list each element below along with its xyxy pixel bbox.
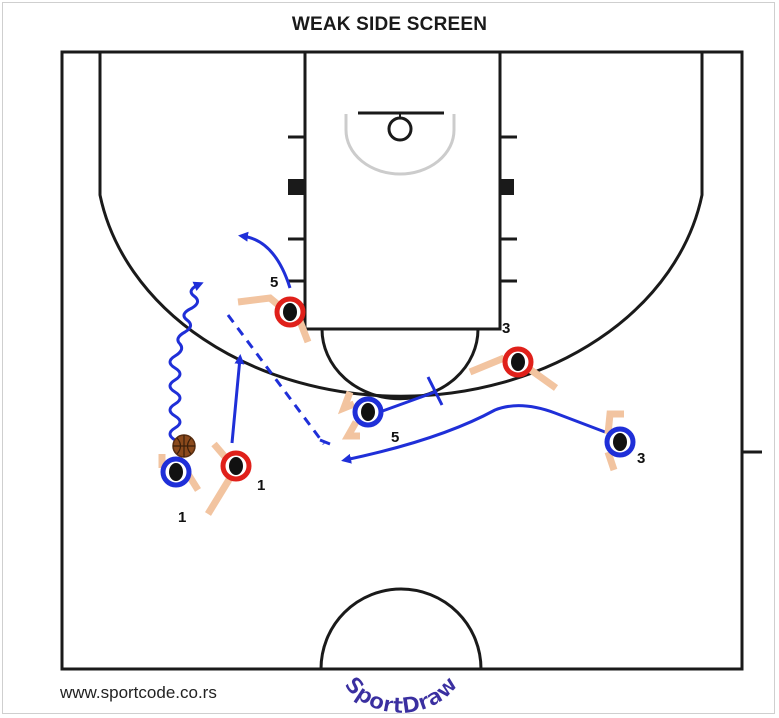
cut-line — [230, 354, 245, 444]
footer-url[interactable]: www.sportcode.co.rs — [60, 683, 217, 702]
defense-player-3[interactable] — [468, 346, 559, 391]
block-mark — [500, 179, 514, 195]
court-boundary — [60, 50, 744, 671]
court — [60, 50, 762, 671]
paint — [303, 50, 502, 331]
watermark: SportDraw — [339, 672, 463, 718]
offense-players — [158, 390, 636, 492]
offense-player-5[interactable] — [337, 390, 384, 440]
center-circle — [319, 587, 483, 670]
diagram-title: WEAK SIDE SCREEN — [291, 14, 488, 35]
screen-line — [376, 390, 436, 415]
basketball-icon — [172, 434, 196, 458]
defense-label-5: 5 — [270, 274, 278, 291]
screen-bar — [426, 376, 444, 406]
free-throw-circle — [320, 328, 480, 401]
pass-line — [226, 314, 326, 445]
defense-player-5[interactable] — [237, 294, 312, 344]
offense-label-5: 5 — [391, 429, 399, 446]
defense-label-1: 1 — [257, 477, 265, 494]
offense-player-1[interactable] — [158, 434, 201, 492]
dribble-line — [168, 281, 204, 442]
defender-path — [319, 438, 331, 446]
movements — [168, 231, 606, 464]
rim — [387, 116, 413, 142]
offense-label-3: 3 — [637, 450, 645, 467]
restricted-arc — [344, 114, 456, 176]
block-mark — [288, 179, 304, 195]
cut-line — [341, 404, 606, 464]
defense-label-3: 3 — [502, 320, 510, 337]
defense-players — [205, 294, 559, 516]
three-point-line — [98, 52, 704, 398]
cut-line — [238, 231, 292, 289]
offense-player-3[interactable] — [604, 410, 636, 472]
defense-player-1[interactable] — [205, 441, 252, 516]
offense-label-1: 1 — [178, 509, 186, 526]
